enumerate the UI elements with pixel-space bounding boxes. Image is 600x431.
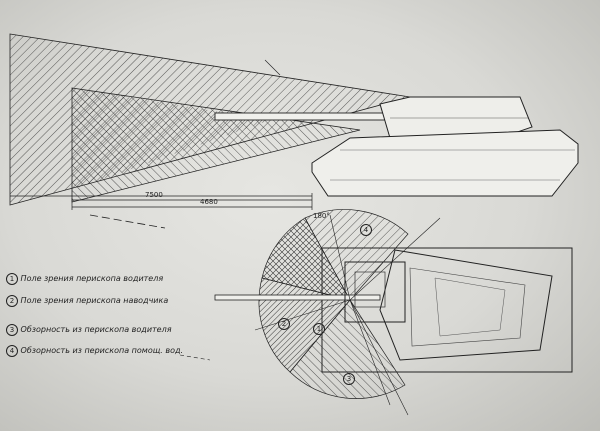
side-view: [9, 33, 579, 229]
legend-text-2: Поле зрения перископа наводчика: [20, 296, 169, 305]
zone-marker-4: 4: [360, 224, 372, 236]
gun-barrel: [214, 112, 391, 121]
legend-item-4: 4 Обзорность из перископа помощ. вод.: [6, 345, 183, 357]
legend-item-1: 1 Поле зрения перископа водителя: [6, 273, 163, 285]
hull: [311, 129, 579, 197]
dimension-value-first: 7500: [145, 191, 163, 199]
zone-marker-2: 2: [278, 318, 290, 330]
top-view: [179, 209, 573, 416]
legend-number-3: 3: [6, 324, 18, 336]
legend-number-1: 1: [6, 273, 18, 285]
angle-label: 180°: [313, 212, 330, 220]
gun-barrel-top: [214, 294, 381, 301]
vision-zone-2: [261, 217, 351, 301]
legend-text-1: Поле зрения перископа водителя: [20, 274, 164, 283]
vision-zone-4: [304, 209, 409, 301]
legend-item-3: 3 Обзорность из перископа водителя: [6, 324, 172, 336]
legend-item-2: 2 Поле зрения перископа наводчика: [6, 295, 168, 307]
legend-number-2: 2: [6, 295, 18, 307]
turret-top: [344, 261, 406, 323]
legend-text-4: Обзорность из перископа помощ. вод.: [20, 346, 184, 355]
vision-zone-1: [258, 277, 351, 373]
legend-number-4: 4: [6, 345, 18, 357]
zone-marker-1: 1: [313, 323, 325, 335]
zone-marker-3: 3: [343, 373, 355, 385]
vision-zone-3: [289, 299, 406, 399]
legend-text-3: Обзорность из перископа водителя: [20, 325, 172, 334]
dimension-value-second: 4680: [200, 198, 218, 206]
